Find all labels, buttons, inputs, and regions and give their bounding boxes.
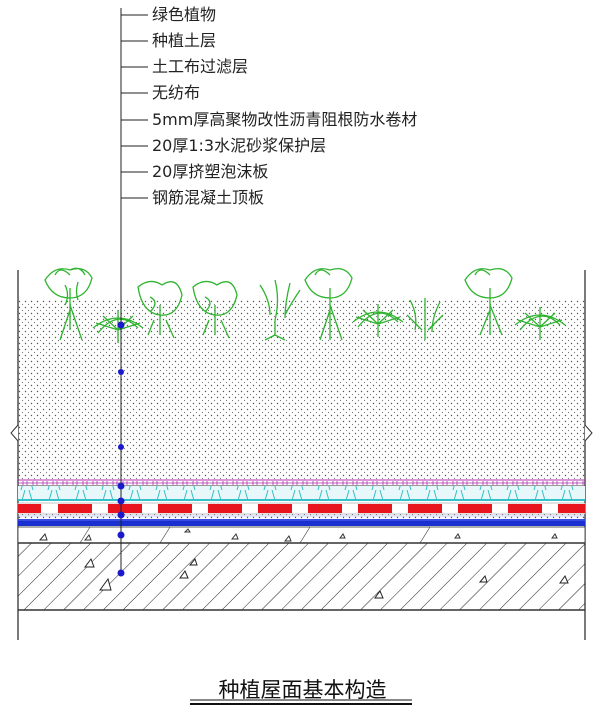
label-rc-slab: 钢筋混凝土顶板	[152, 188, 265, 207]
label-planting-soil: 种植土层	[152, 31, 217, 50]
label-geotextile-filter: 土工布过滤层	[152, 57, 249, 76]
mortar-protection-layer	[18, 514, 585, 519]
label-mortar-protection: 20厚1:3水泥砂浆保护层	[152, 136, 327, 155]
geotextile-filter-layer	[18, 479, 585, 487]
screed-layer	[17, 526, 586, 544]
label-green-plants: 绿色植物	[152, 5, 217, 24]
diagram-title: 种植屋面基本构造	[218, 678, 387, 702]
label-nonwoven: 无纺布	[152, 83, 201, 102]
leader-line	[120, 8, 148, 575]
nonwoven-layer	[18, 486, 585, 501]
label-xps-board: 20厚挤塑泡沫板	[152, 162, 269, 181]
waterproof-membrane-layer	[17, 502, 586, 515]
xps-foam-board-layer	[18, 519, 585, 526]
rc-roof-slab-layer	[18, 542, 585, 611]
label-waterproof-membrane: 5mm厚高聚物改性沥青阻根防水卷材	[152, 110, 418, 129]
title-underline	[190, 699, 412, 705]
green-plants	[44, 267, 566, 343]
leader-markers	[117, 321, 125, 577]
